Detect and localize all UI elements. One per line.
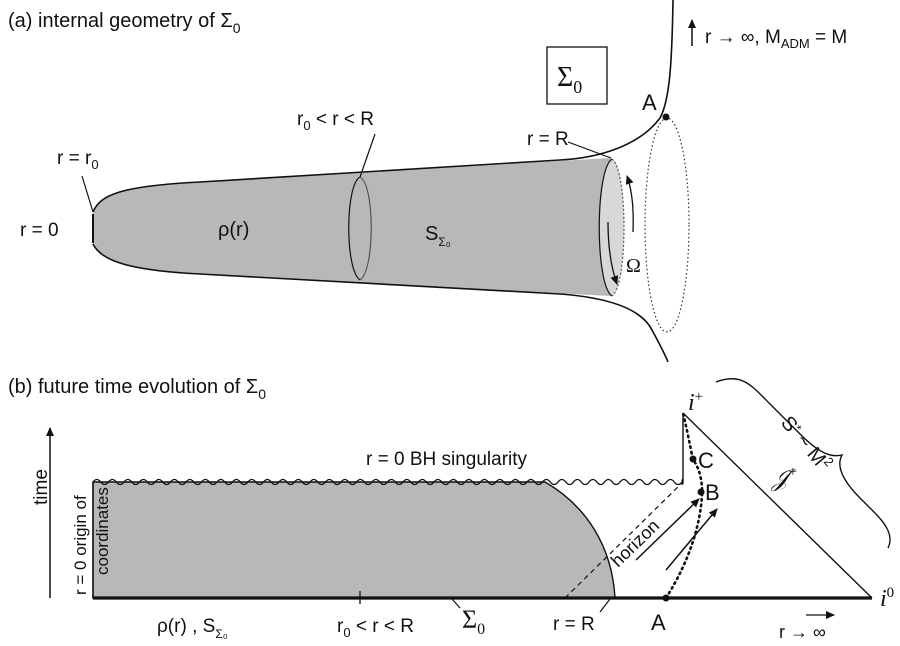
singularity-label: r = 0 BH singularity [366,449,528,470]
R-cross-section-back [611,158,625,297]
rho-label: ρ(r) [218,219,249,241]
mid-range-label: r0 < r < R [297,109,374,133]
scri-plus-label: 𝒥+ [771,464,797,492]
point-B-dot [697,488,705,496]
coordinates-label: coordinates [93,487,112,575]
entropy-label: SΣ₀ [425,223,451,249]
sigma0-tube-body [93,158,619,296]
R-cross-section-front [598,158,613,297]
panel-b-caption: (b) future time evolution of Σ0 [8,376,266,402]
point-B-label: B [705,480,720,505]
r-equals-0-label: r = 0 [20,220,59,241]
infinity-label: r → ∞, MADM = M [705,27,847,51]
scri-brace [715,377,891,549]
dotted-worldline [664,411,704,600]
collapse-region [92,481,616,599]
r-infinity-label: r → ∞ [779,622,826,642]
i-plus-label: i+ [688,389,703,416]
r-equals-R-bottom-label: r = R [553,614,595,635]
point-A-dot [662,594,670,602]
point-C-dot [689,455,697,463]
horizon-dashed-line [564,481,684,599]
sigma0-leader [451,598,461,609]
point-C-label: C [698,448,714,473]
mid-cross-section-front [348,176,361,281]
tube-bottom-profile [92,243,669,363]
omega-arrow-down [607,221,619,285]
point-A-label: A [642,90,657,115]
r-equals-R-bottom-leader [599,598,611,613]
tube-top-profile [92,0,674,213]
point-A-dot [662,113,670,121]
mid-range-leader [359,133,376,178]
omega-arrow-up [625,175,634,233]
r-equals-r0-leader [81,175,94,213]
omega-label: Ω [626,255,641,277]
scri-plus-line [682,412,873,599]
horizon-label: horizon [607,515,663,570]
origin-label: r = 0 origin of [71,495,90,595]
singularity-wavy-line [92,478,684,486]
rho-entropy-label: ρ(r) , SΣ₀ [157,616,228,641]
A-dotted-ellipse [644,117,690,333]
point-A-label: A [651,610,666,635]
r-equals-R-leader [567,141,612,159]
sigma0-box [546,46,608,105]
time-label: time [31,469,52,505]
sigma0-bottom-label: Σ0 [462,605,485,638]
panel-a: (a) internal geometry of Σ0 Ω A Σ0 r → ∞… [8,0,847,363]
sigma0-box-label: Σ0 [557,62,582,97]
light-ray-arrow-right [665,508,718,571]
light-ray-arrow-left [635,498,700,561]
mid-cross-section-back [359,176,372,281]
panel-a-caption: (a) internal geometry of Σ0 [8,10,241,36]
i-zero-label: i0 [880,585,894,612]
panel-b: (b) future time evolution of Σ0 time r =… [8,376,894,642]
r-equals-R-label: r = R [527,129,569,150]
r-equals-r0-label: r = r0 [57,148,99,172]
mid-range-bottom-label: r0 < r < R [337,616,414,640]
tube-mouth [600,159,624,295]
